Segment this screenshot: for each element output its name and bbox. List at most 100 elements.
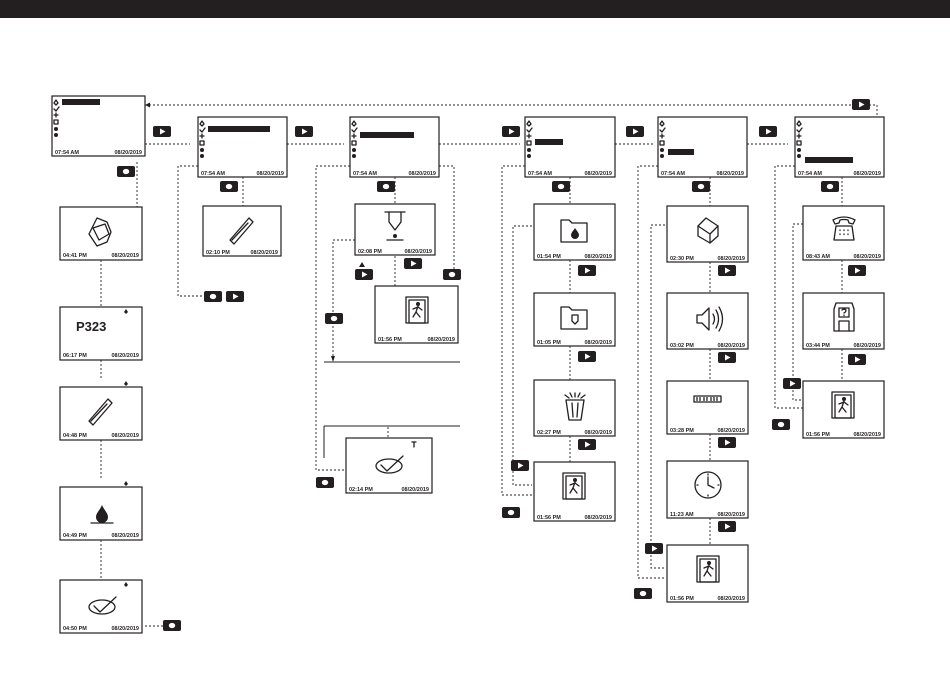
screen-date: 08/20/2019 [401, 487, 429, 493]
select-button[interactable] [220, 181, 238, 192]
select-button[interactable] [772, 419, 790, 430]
main-screen-6[interactable]: 07:54 AM 08/20/2019 [794, 116, 885, 178]
next-button[interactable] [718, 521, 736, 532]
main-screen-4[interactable]: 07:54 AM 08/20/2019 [524, 116, 616, 178]
sensor-icon [88, 217, 112, 247]
col1-screen-program[interactable]: P323 06:17 PM 08/20/2019 [59, 306, 143, 361]
col6-screen-exit[interactable]: 01:56 PM 08/20/2019 [802, 380, 885, 439]
col6-links [774, 165, 843, 409]
screen-time: 02:10 PM [206, 250, 230, 256]
col3-screen-exit[interactable]: 01:56 PM 08/20/2019 [374, 285, 459, 344]
col1-screen-sensor[interactable]: 04:41 PM 08/20/2019 [59, 206, 143, 261]
main-time: 07:54 AM [661, 171, 685, 177]
next-button[interactable] [626, 126, 644, 137]
main-screen-3[interactable]: 07:54 AM 08/20/2019 [349, 116, 440, 178]
screen-time: 04:50 PM [63, 626, 87, 632]
main-screen-1[interactable]: 07:54 AM 08/20/2019 [51, 95, 146, 157]
col4-screen-folder-drop[interactable]: 01:54 PM 08/20/2019 [533, 203, 616, 261]
select-button[interactable] [117, 166, 135, 177]
main-menu-screens: 07:54 AM 08/20/2019 07:54 AM 08/20/2019 … [51, 95, 885, 178]
next-button[interactable] [759, 126, 777, 137]
screen-date: 08/20/2019 [404, 249, 432, 255]
select-button[interactable] [316, 477, 334, 488]
next-button[interactable] [578, 351, 596, 362]
col1-screen-drop[interactable]: 04:49 PM 08/20/2019 [59, 481, 143, 541]
clock-icon [694, 471, 722, 499]
screen-time: 08:43 AM [806, 254, 830, 260]
screen-date: 08/20/2019 [717, 596, 745, 602]
select-button[interactable] [325, 313, 343, 324]
next-button[interactable] [502, 126, 520, 137]
main-screen-2[interactable]: 07:54 AM 08/20/2019 [197, 116, 288, 178]
col4-screen-folder-vial[interactable]: 01:05 PM 08/20/2019 [533, 292, 616, 347]
navigation-buttons [117, 99, 870, 631]
screen-time: 01:56 PM [806, 432, 830, 438]
select-button[interactable] [821, 181, 839, 192]
col5-screen-date[interactable]: 03:28 PM 08/20/2019 [666, 380, 749, 435]
next-button[interactable] [645, 543, 663, 554]
main-date: 08/20/2019 [114, 150, 142, 156]
column-4: 01:54 PM 08/20/2019 01:05 PM 08/20/2019 … [533, 203, 616, 522]
screen-date: 08/20/2019 [717, 512, 745, 518]
screen-date: 08/20/2019 [111, 353, 139, 359]
select-button[interactable] [502, 507, 520, 518]
col1-screen-strip[interactable]: 04:48 PM 08/20/2019 [59, 381, 143, 441]
screen-date: 08/20/2019 [584, 340, 612, 346]
select-button[interactable] [692, 181, 710, 192]
col1-screen-check[interactable]: 04:50 PM 08/20/2019 [59, 579, 143, 634]
col5-screen-speaker[interactable]: 03:02 PM 08/20/2019 [666, 292, 749, 350]
main-time: 07:54 AM [55, 150, 79, 156]
next-button[interactable] [848, 265, 866, 276]
col4-screen-trash[interactable]: 02:27 PM 08/20/2019 [533, 379, 616, 437]
next-button[interactable] [848, 354, 866, 365]
screen-date: 08/20/2019 [584, 515, 612, 521]
col4-screen-exit[interactable]: 01:56 PM 08/20/2019 [533, 461, 616, 522]
col5-links [637, 165, 711, 579]
next-button[interactable] [511, 460, 529, 471]
drop-icon [90, 505, 114, 524]
col2-screen-strip[interactable]: 02:10 PM 08/20/2019 [202, 205, 282, 257]
select-button[interactable] [377, 181, 395, 192]
screen-time: 04:48 PM [63, 433, 87, 439]
cube-icon [697, 217, 719, 244]
select-button[interactable] [634, 588, 652, 599]
select-button[interactable] [552, 181, 570, 192]
screen-date: 08/20/2019 [853, 254, 881, 260]
screen-date: 08/20/2019 [111, 533, 139, 539]
col3-links [315, 165, 455, 471]
screen-time: 04:41 PM [63, 253, 87, 259]
next-button[interactable] [226, 291, 244, 302]
col3-down-arrow [331, 356, 335, 362]
next-button[interactable] [404, 258, 422, 269]
return-line [145, 104, 878, 117]
next-button[interactable] [718, 265, 736, 276]
next-button[interactable] [718, 437, 736, 448]
next-button[interactable] [578, 439, 596, 450]
screen-date: 08/20/2019 [111, 433, 139, 439]
next-button[interactable] [783, 378, 801, 389]
next-button[interactable] [718, 352, 736, 363]
col3-screen-check[interactable]: 02:14 PM 08/20/2019 [345, 437, 433, 494]
next-button[interactable] [153, 126, 171, 137]
next-button[interactable] [852, 99, 870, 110]
select-button[interactable] [443, 269, 461, 280]
screen-time: 02:30 PM [670, 256, 694, 262]
col5-screen-cube[interactable]: 02:30 PM 08/20/2019 [666, 205, 749, 263]
vial-indicator-icon [411, 441, 417, 448]
col3-screen-control[interactable]: 02:08 PM 08/20/2019 [354, 203, 436, 256]
col6-screen-phone[interactable]: 08:43 AM 08/20/2019 [802, 205, 885, 261]
select-button[interactable] [204, 291, 222, 302]
menu-icons [53, 99, 60, 137]
col6-screen-help[interactable]: 03:44 PM 08/20/2019 [802, 292, 885, 350]
main-screen-5[interactable]: 07:54 AM 08/20/2019 [657, 116, 748, 178]
main-time: 07:54 AM [201, 171, 225, 177]
screen-date: 08/20/2019 [111, 253, 139, 259]
next-button[interactable] [295, 126, 313, 137]
screen-date: 08/20/2019 [853, 432, 881, 438]
next-button[interactable] [578, 265, 596, 276]
col5-screen-exit[interactable]: 01:56 PM 08/20/2019 [666, 544, 749, 603]
select-button[interactable] [163, 620, 181, 631]
next-button[interactable] [355, 269, 373, 280]
screen-time: 02:08 PM [358, 249, 382, 255]
col5-screen-clock[interactable]: 11:23 AM 08/20/2019 [666, 460, 749, 519]
